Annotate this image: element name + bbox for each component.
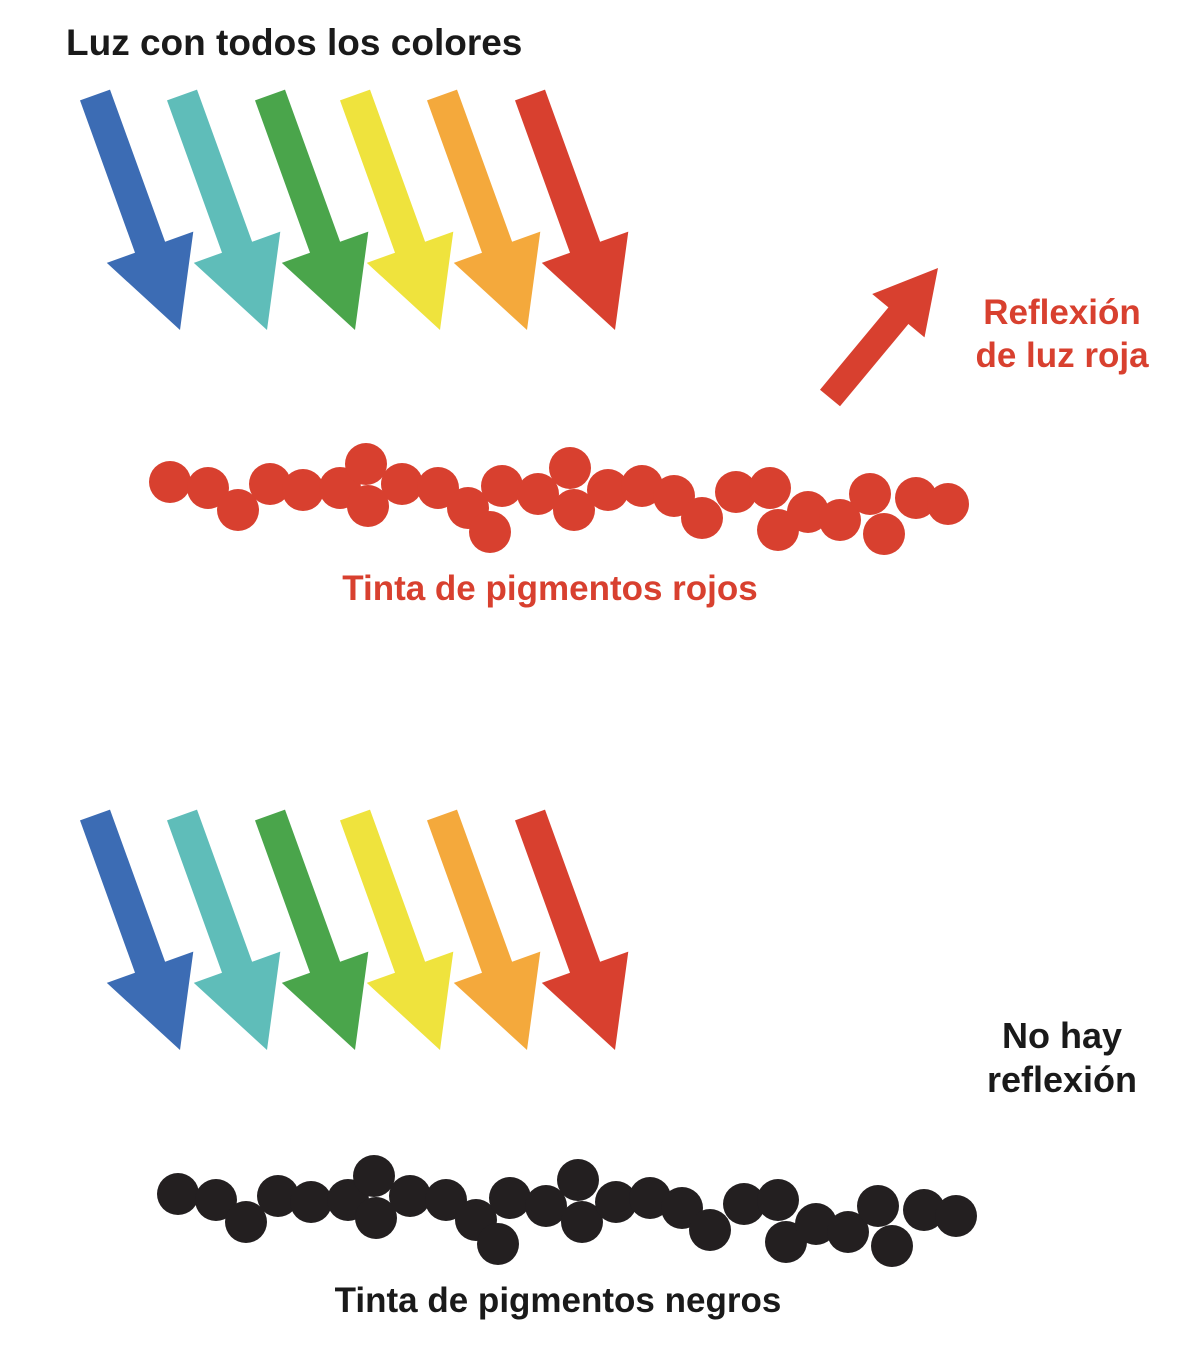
reflection-label: Reflexión de luz roja [950, 292, 1174, 377]
black-pigment-dot [595, 1181, 637, 1223]
red-pigment-dot [469, 511, 511, 553]
black-pigment-dot [561, 1201, 603, 1243]
red-pigment-dot [681, 497, 723, 539]
black-pigment-dot [355, 1197, 397, 1239]
no-reflection-label-line2: reflexión [986, 1058, 1138, 1100]
black-pigment-dot [827, 1211, 869, 1253]
light-arrow-orange-panel2 [427, 809, 541, 1050]
no-reflection-label-line1: No hay [1001, 1015, 1123, 1056]
red-pigment-dot [863, 513, 905, 555]
black-pigment-dot [353, 1155, 395, 1197]
black-pigment-dot [195, 1179, 237, 1221]
red-pigment-dot [417, 467, 459, 509]
black-pigment-dot [557, 1159, 599, 1201]
top-title: Luz con todos los colores [66, 22, 523, 63]
light-arrow-yellow-panel1 [340, 89, 454, 330]
black-pigment-dot [257, 1175, 299, 1217]
black-pigment-dot [290, 1181, 332, 1223]
light-arrow-blue-panel2 [80, 809, 194, 1050]
red-pigment-dot [787, 491, 829, 533]
black-ink-caption: Tinta de pigmentos negros [334, 1281, 782, 1320]
black-pigment-dot [477, 1223, 519, 1265]
red-pigment-dot [849, 473, 891, 515]
red-pigment-dot [621, 465, 663, 507]
no-reflection-label: No hay reflexión [950, 1014, 1174, 1102]
red-pigment-dot [345, 443, 387, 485]
light-arrow-green-panel1 [255, 89, 369, 330]
black-pigment-dot [857, 1185, 899, 1227]
black-pigment-dot [489, 1177, 531, 1219]
black-pigment-dot [157, 1173, 199, 1215]
red-pigment-dot [481, 465, 523, 507]
red-pigment-dot [895, 477, 937, 519]
red-ink-caption: Tinta de pigmentos rojos [342, 569, 758, 608]
reflection-label-line1: Reflexión [983, 293, 1141, 332]
red-pigment-dot [187, 467, 229, 509]
reflection-label-line2: de luz roja [975, 335, 1149, 375]
light-arrow-yellow-panel2 [340, 809, 454, 1050]
red-pigment-dot [249, 463, 291, 505]
black-pigment-dot [525, 1185, 567, 1227]
reflected-red-light-arrow [820, 268, 938, 407]
red-pigment-dot [217, 489, 259, 531]
red-pigment-dot [347, 485, 389, 527]
black-pigment-dot [389, 1175, 431, 1217]
black-pigment-dot [871, 1225, 913, 1267]
red-pigment-dot [553, 489, 595, 531]
red-pigment-dot [927, 483, 969, 525]
light-arrow-teal-panel2 [167, 809, 281, 1050]
red-pigment-dot [381, 463, 423, 505]
red-pigment-dot [282, 469, 324, 511]
red-pigment-dot [587, 469, 629, 511]
black-pigment-dot [629, 1177, 671, 1219]
light-arrow-orange-panel1 [427, 89, 541, 330]
black-pigment-dot [935, 1195, 977, 1237]
black-pigment-dot [795, 1203, 837, 1245]
light-arrow-red-panel1 [515, 89, 629, 330]
red-pigment-dot [749, 467, 791, 509]
red-pigment-dot [149, 461, 191, 503]
black-pigment-dot [225, 1201, 267, 1243]
red-pigment-dot [517, 473, 559, 515]
black-pigment-dot [689, 1209, 731, 1251]
black-pigment-dot [723, 1183, 765, 1225]
light-arrow-green-panel2 [255, 809, 369, 1050]
red-pigment-dot [549, 447, 591, 489]
black-pigment-dot [425, 1179, 467, 1221]
light-arrow-teal-panel1 [167, 89, 281, 330]
light-arrow-blue-panel1 [80, 89, 194, 330]
black-pigment-dot [903, 1189, 945, 1231]
black-pigment-dot [757, 1179, 799, 1221]
red-pigment-dot [715, 471, 757, 513]
light-arrow-red-panel2 [515, 809, 629, 1050]
red-pigment-dot [819, 499, 861, 541]
